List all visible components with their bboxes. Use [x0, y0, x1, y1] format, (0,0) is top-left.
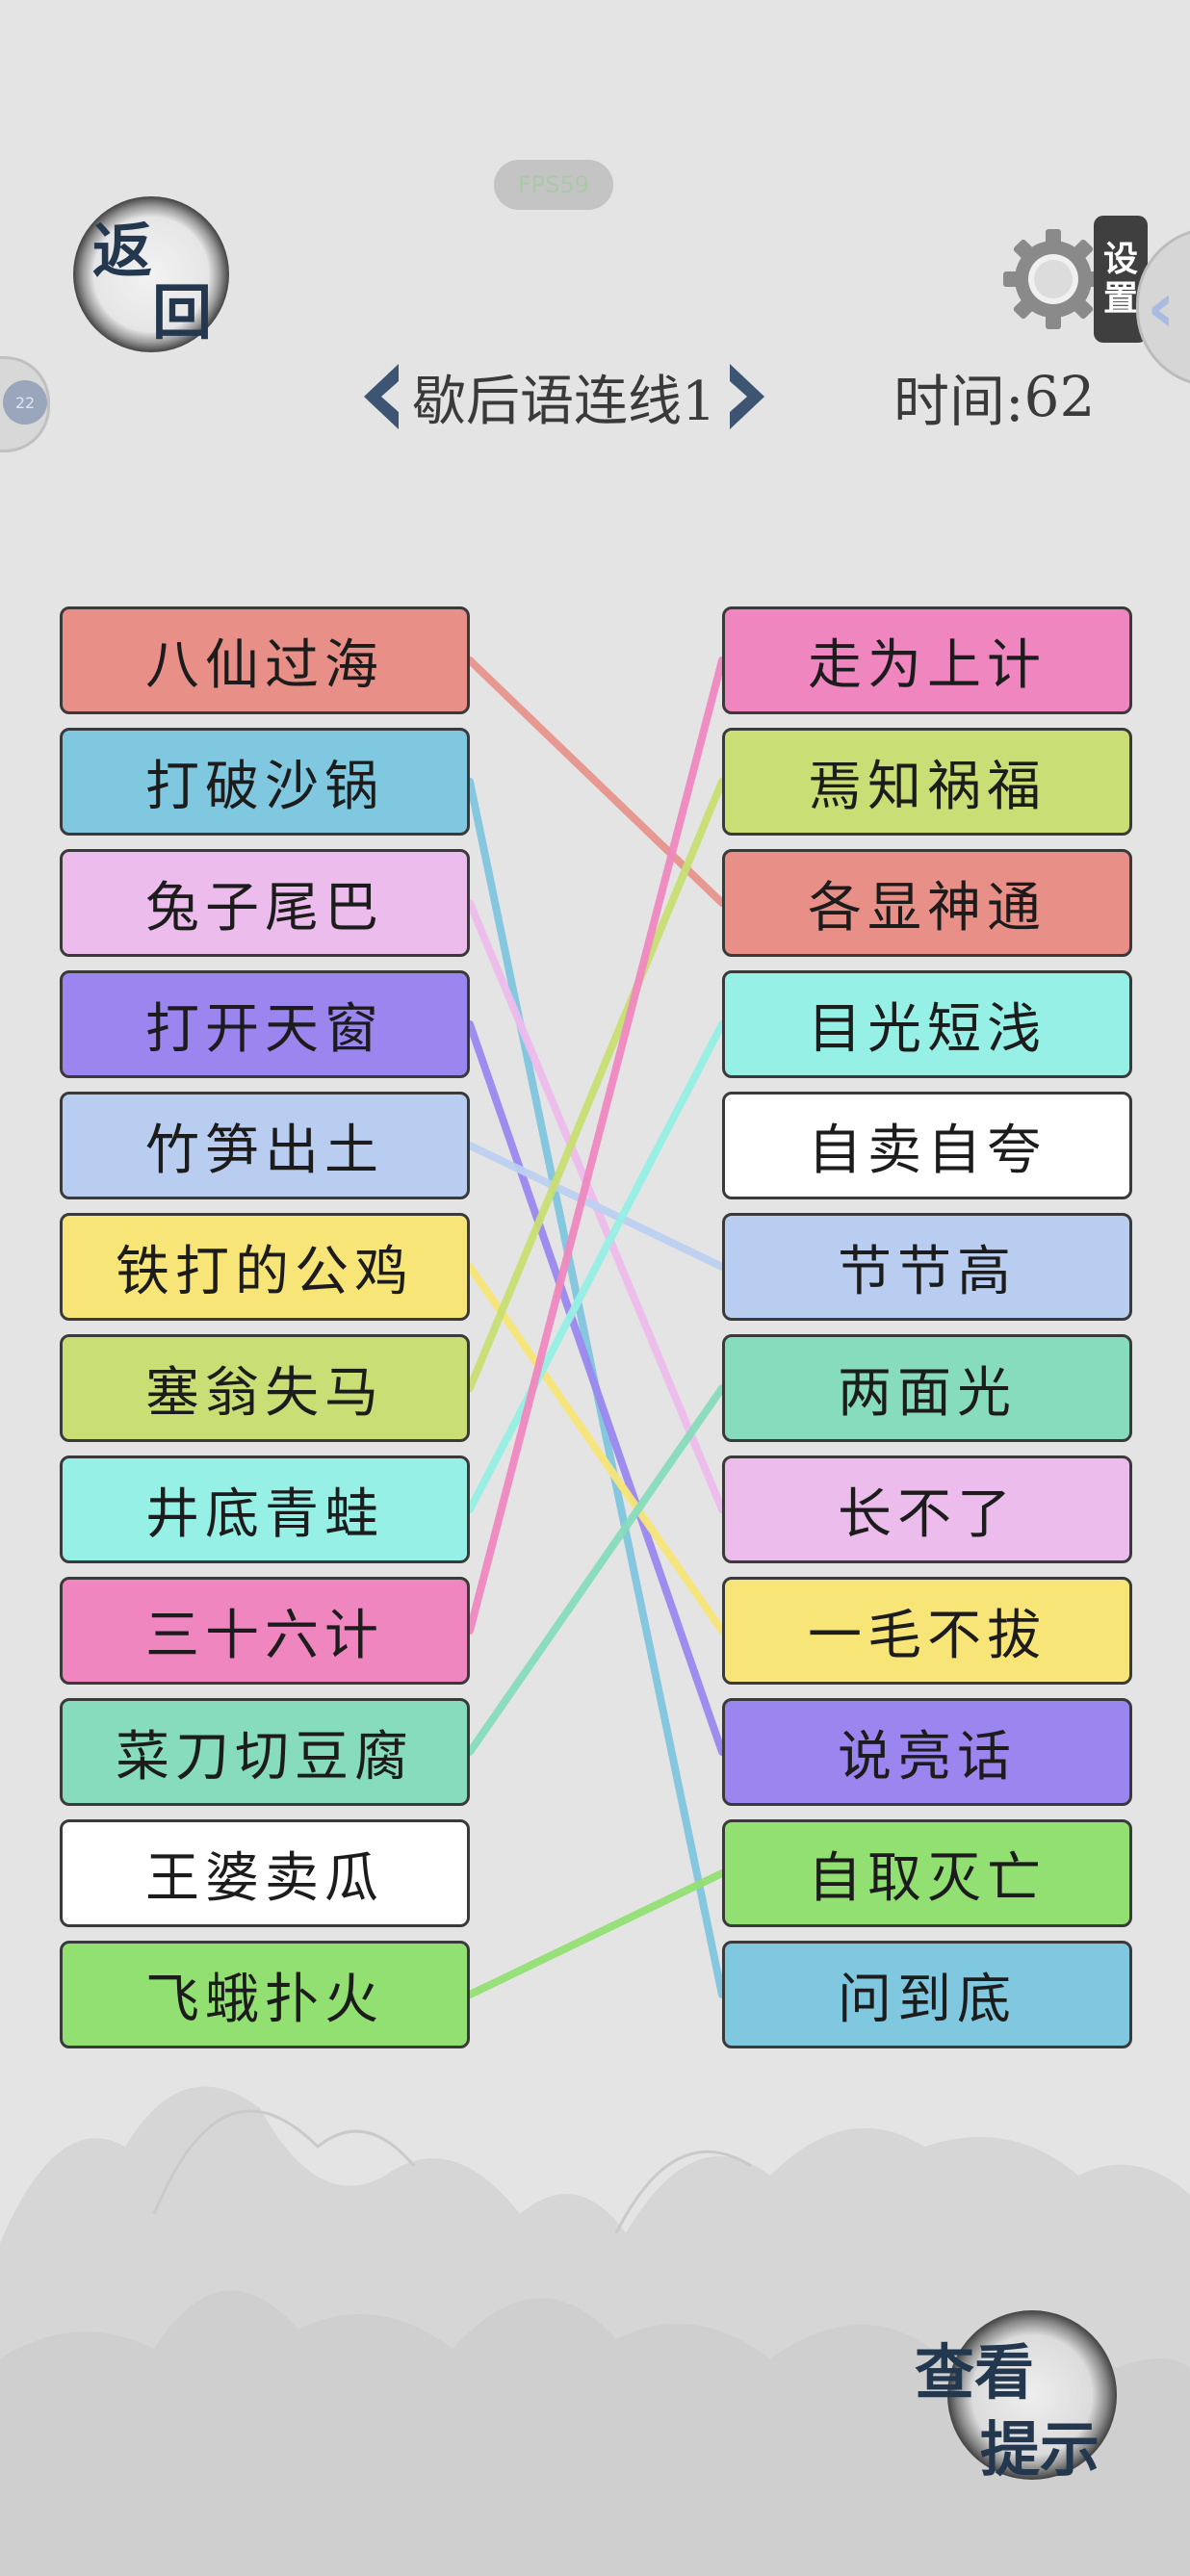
- timer: 时间: 62: [893, 358, 1095, 435]
- view-hint-button[interactable]: 查看 提示: [909, 2305, 1136, 2486]
- right-phrase-text: 自卖自夸: [808, 1119, 1047, 1182]
- level-title-bar: 歇后语连线1: [360, 358, 768, 435]
- right-phrase-text: 一毛不拔: [808, 1604, 1047, 1667]
- right-phrase-card[interactable]: 问到底: [722, 1941, 1132, 2048]
- left-phrase-card[interactable]: 八仙过海: [60, 606, 470, 714]
- left-phrase-card[interactable]: 打破沙锅: [60, 728, 470, 836]
- right-phrase-text: 节节高: [838, 1240, 1017, 1303]
- left-phrase-card[interactable]: 竹笋出土: [60, 1092, 470, 1199]
- settings-label: 设 置: [1094, 216, 1148, 343]
- hint-label-line2: 提示: [980, 2414, 1100, 2485]
- left-phrase-text: 王婆卖瓜: [145, 1846, 384, 1910]
- back-button[interactable]: 返 回: [69, 191, 237, 358]
- next-level-arrow-icon[interactable]: [726, 358, 768, 435]
- left-phrase-card[interactable]: 塞翁失马: [60, 1334, 470, 1442]
- right-phrase-card[interactable]: 焉知祸福: [722, 728, 1132, 836]
- hint-label-line1: 查看: [915, 2337, 1035, 2408]
- level-title: 歇后语连线1: [412, 370, 716, 433]
- left-phrase-text: 打破沙锅: [145, 755, 384, 818]
- left-phrase-text: 铁打的公鸡: [116, 1240, 414, 1303]
- right-phrase-card[interactable]: 自取灭亡: [722, 1819, 1132, 1927]
- right-phrase-text: 长不了: [838, 1482, 1017, 1546]
- left-phrase-card[interactable]: 飞蛾扑火: [60, 1941, 470, 2048]
- right-phrase-text: 走为上计: [808, 633, 1047, 697]
- back-label-char2: 回: [152, 277, 213, 348]
- left-phrase-text: 井底青蛙: [145, 1482, 384, 1546]
- left-phrase-text: 八仙过海: [145, 633, 384, 697]
- right-phrase-card[interactable]: 长不了: [722, 1455, 1132, 1563]
- right-phrase-card[interactable]: 两面光: [722, 1334, 1132, 1442]
- timer-label: 时间:: [893, 369, 1024, 434]
- left-phrase-card[interactable]: 铁打的公鸡: [60, 1213, 470, 1321]
- left-phrase-card[interactable]: 菜刀切豆腐: [60, 1698, 470, 1806]
- left-phrase-card[interactable]: 打开天窗: [60, 970, 470, 1078]
- chevron-left-icon: ‹: [1147, 267, 1176, 348]
- right-phrase-text: 问到底: [838, 1968, 1017, 2031]
- right-phrase-text: 各显神通: [808, 876, 1047, 940]
- left-phrase-text: 塞翁失马: [145, 1361, 384, 1425]
- left-phrase-card[interactable]: 兔子尾巴: [60, 849, 470, 957]
- ink-circle-decoration: [73, 196, 229, 352]
- right-phrase-text: 自取灭亡: [808, 1846, 1047, 1910]
- prev-level-arrow-icon[interactable]: [360, 358, 402, 435]
- right-phrase-text: 两面光: [838, 1361, 1017, 1425]
- side-tab-badge: 22: [3, 380, 47, 425]
- right-phrase-card[interactable]: 自卖自夸: [722, 1092, 1132, 1199]
- fps-counter: FPS59: [494, 160, 613, 210]
- right-phrase-card[interactable]: 说亮话: [722, 1698, 1132, 1806]
- right-phrase-card[interactable]: 目光短浅: [722, 970, 1132, 1078]
- settings-label-char1: 设: [1102, 238, 1138, 279]
- left-phrase-text: 兔子尾巴: [145, 876, 384, 940]
- right-phrase-card[interactable]: 节节高: [722, 1213, 1132, 1321]
- right-phrase-card[interactable]: 走为上计: [722, 606, 1132, 714]
- left-phrase-text: 三十六计: [145, 1604, 384, 1667]
- right-phrase-card[interactable]: 各显神通: [722, 849, 1132, 957]
- left-phrase-card[interactable]: 三十六计: [60, 1577, 470, 1685]
- ink-circle-decoration: [947, 2310, 1117, 2480]
- left-phrase-text: 竹笋出土: [145, 1119, 384, 1182]
- right-phrase-text: 焉知祸福: [808, 755, 1047, 818]
- timer-value: 62: [1023, 364, 1096, 429]
- settings-button[interactable]: 设 置: [996, 212, 1150, 347]
- left-phrase-card[interactable]: 王婆卖瓜: [60, 1819, 470, 1927]
- right-phrase-text: 目光短浅: [808, 997, 1047, 1061]
- back-label-char1: 返: [92, 216, 153, 286]
- right-phrase-card[interactable]: 一毛不拔: [722, 1577, 1132, 1685]
- right-phrase-text: 说亮话: [838, 1725, 1017, 1789]
- left-phrase-text: 菜刀切豆腐: [116, 1725, 414, 1789]
- left-phrase-text: 打开天窗: [145, 997, 384, 1061]
- left-phrase-card[interactable]: 井底青蛙: [60, 1455, 470, 1563]
- settings-label-char2: 置: [1102, 278, 1138, 319]
- left-phrase-text: 飞蛾扑火: [145, 1968, 384, 2031]
